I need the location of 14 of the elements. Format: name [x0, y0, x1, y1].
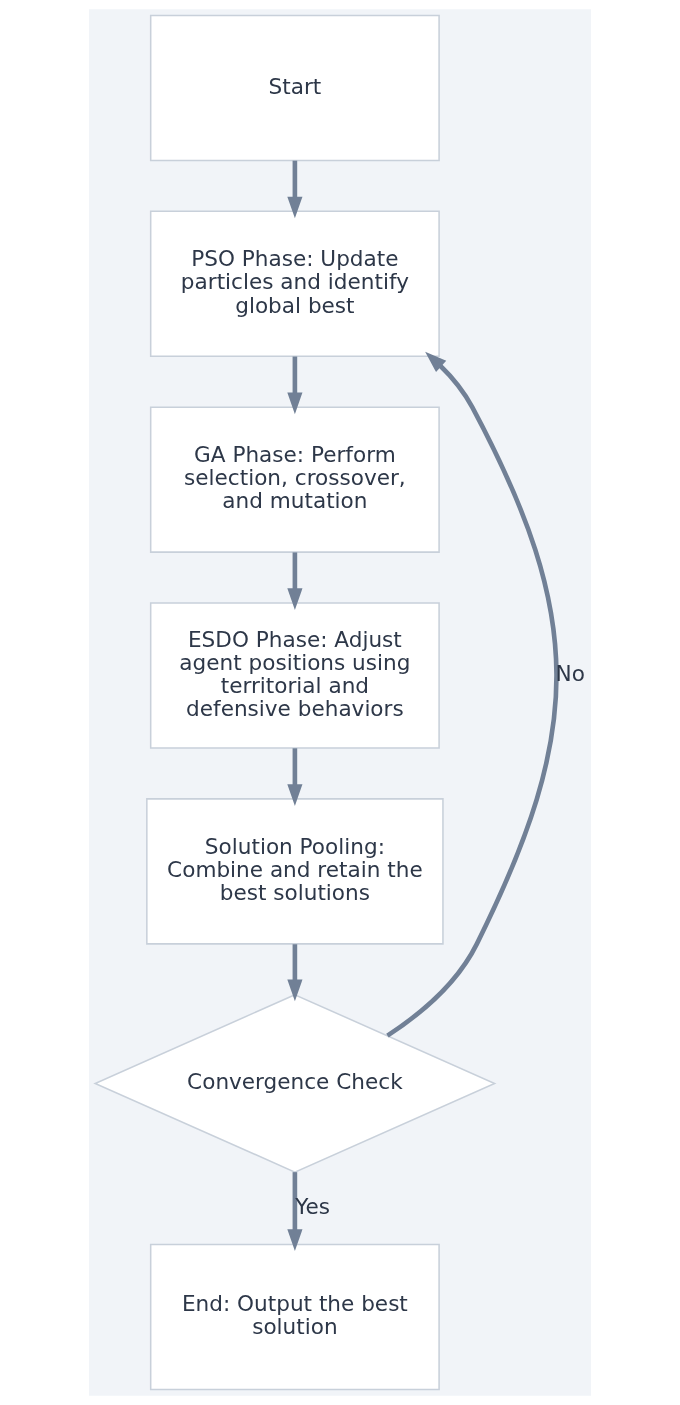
- arrow: [287, 160, 303, 219]
- arrow: [287, 748, 303, 806]
- arrow: [287, 944, 303, 1002]
- node-box: Solution Pooling: Combine and retain the best solutions: [146, 798, 444, 945]
- node-box: GA Phase: Perform selection, crossover, and mutation: [149, 406, 440, 553]
- node-box: End: Output the best solution: [149, 1243, 440, 1391]
- arrow: [287, 552, 303, 611]
- arrow: [287, 1172, 303, 1251]
- node-box: ESDO Phase: Adjust agent positions using territorial and defensive behaviors: [149, 602, 440, 749]
- node-box: Start: [149, 14, 440, 162]
- arrow: [386, 351, 559, 1038]
- node-diamond: Convergence Check: [93, 993, 497, 1173]
- node-box: PSO Phase: Update particles and identify global best: [149, 210, 440, 358]
- arrow: [287, 356, 303, 415]
